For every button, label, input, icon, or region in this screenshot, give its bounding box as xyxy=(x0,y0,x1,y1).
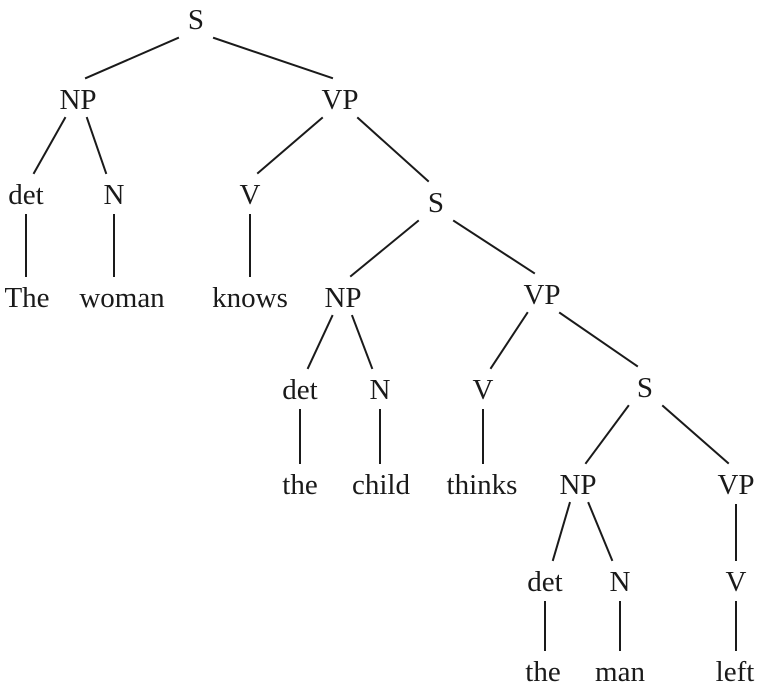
word-the: the xyxy=(525,656,560,688)
node-det: det xyxy=(527,566,562,598)
node-np: NP xyxy=(59,84,96,116)
word-woman: woman xyxy=(79,282,165,314)
word-man: man xyxy=(595,656,645,688)
edge-vp-to-v xyxy=(256,116,324,175)
edge-np-to-n xyxy=(350,314,374,370)
edge-np-to-det xyxy=(551,501,571,562)
node-np: NP xyxy=(559,469,596,501)
edge-np-to-det xyxy=(306,314,334,370)
node-v: V xyxy=(726,566,747,598)
edge-s-to-np xyxy=(584,404,630,465)
word-left: left xyxy=(716,656,755,688)
word-the: the xyxy=(282,469,317,501)
tree-nodes: SNPdetTheNwomanVPVknowsSNPdettheNchildVP… xyxy=(4,4,754,688)
node-v: V xyxy=(473,374,494,406)
node-n: N xyxy=(104,179,125,211)
node-n: N xyxy=(370,374,391,406)
edge-s-to-vp xyxy=(212,36,334,80)
edge-np-to-det xyxy=(32,116,67,175)
edge-s-to-vp xyxy=(661,404,730,465)
edge-np-to-n xyxy=(587,501,614,562)
edge-vp-to-s xyxy=(558,311,639,368)
node-det: det xyxy=(282,374,317,406)
word-thinks: thinks xyxy=(447,469,518,501)
edge-s-to-np xyxy=(84,36,180,80)
edge-s-to-vp xyxy=(452,219,536,275)
node-det: det xyxy=(8,179,43,211)
node-vp: VP xyxy=(717,469,754,501)
node-s: S xyxy=(637,372,653,404)
node-n: N xyxy=(610,566,631,598)
word-knows: knows xyxy=(212,282,288,314)
edge-s-to-np xyxy=(349,219,420,278)
node-vp: VP xyxy=(523,279,560,311)
edge-vp-to-v xyxy=(489,311,529,370)
node-v: V xyxy=(240,179,261,211)
node-s: S xyxy=(428,187,444,219)
node-s: S xyxy=(188,4,204,36)
tree-edges xyxy=(25,36,737,651)
node-np: NP xyxy=(324,282,361,314)
edge-np-to-n xyxy=(85,116,108,175)
edge-vp-to-s xyxy=(356,116,430,183)
word-the: The xyxy=(4,282,49,314)
word-child: child xyxy=(352,469,410,501)
node-vp: VP xyxy=(321,84,358,116)
